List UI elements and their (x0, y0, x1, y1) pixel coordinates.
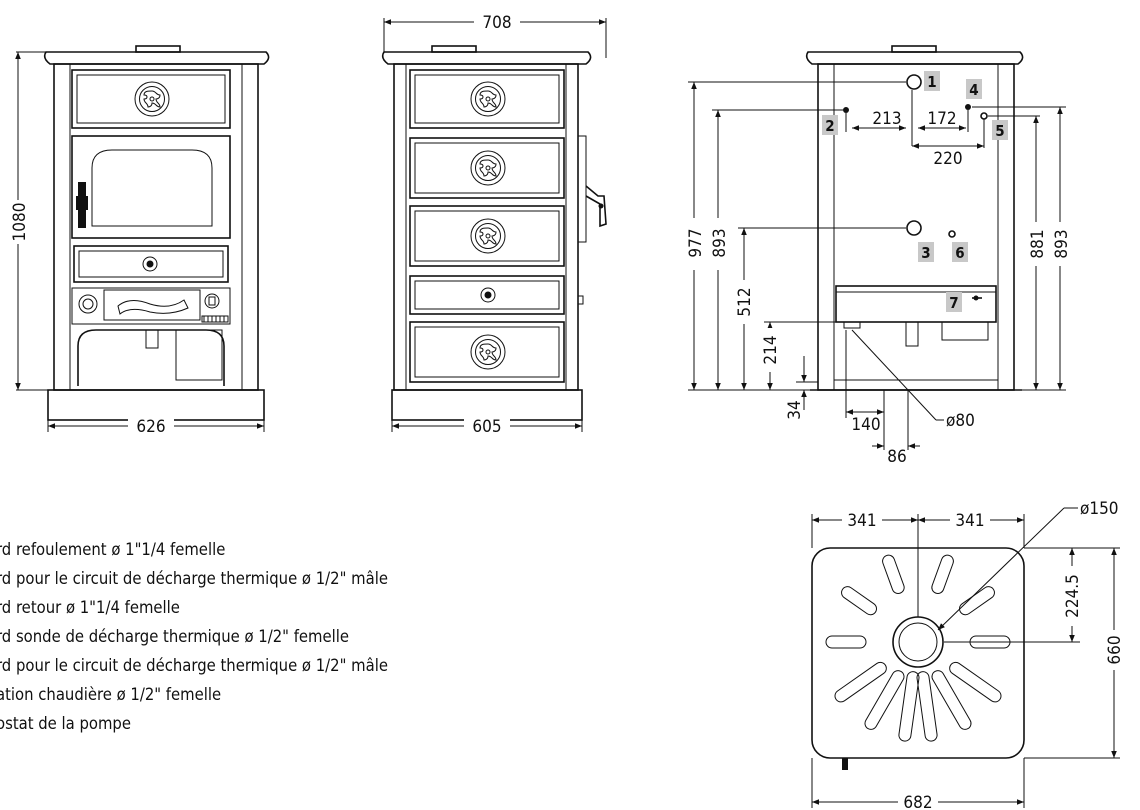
dim-626: 626 (136, 417, 165, 437)
dim-214: 214 (761, 335, 781, 364)
svg-text:5: 5 (995, 122, 1004, 140)
dim-341-left: 341 (847, 511, 876, 531)
connection-badge-2: 2 (822, 115, 838, 135)
dim-605: 605 (472, 417, 501, 437)
legend-item-7: ostat de la pompe (0, 714, 131, 733)
legend-item-5: rd pour le circuit de décharge thermique… (0, 656, 388, 675)
dim-172: 172 (927, 109, 956, 129)
dim-512: 512 (735, 287, 755, 316)
legend-item-1: rd refoulement ø 1"1/4 femelle (0, 540, 226, 559)
svg-text:2: 2 (825, 117, 834, 135)
dim-893-right: 893 (1052, 229, 1072, 258)
dim-977: 977 (686, 228, 706, 257)
dim-660: 660 (1105, 635, 1125, 664)
dim-flue-80: ø80 (946, 411, 975, 431)
dim-220: 220 (933, 149, 962, 169)
legend-item-4: rd sonde de décharge thermique ø 1/2" fe… (0, 627, 350, 646)
front-view: 1080 626 (8, 45, 270, 437)
svg-text:1: 1 (927, 73, 936, 91)
dim-341-right: 341 (955, 511, 984, 531)
dim-86: 86 (887, 447, 906, 467)
legend-item-2: rd pour le circuit de décharge thermique… (0, 569, 388, 588)
svg-text:6: 6 (955, 244, 964, 262)
svg-text:7: 7 (949, 294, 958, 312)
dim-708: 708 (482, 13, 511, 33)
back-view: 1 2 3 4 5 6 7 213 172 220 977 893 5 (682, 45, 1072, 467)
connection-badge-4: 4 (966, 79, 982, 99)
dim-881: 881 (1028, 229, 1048, 258)
dim-flue-150: ø150 (1080, 499, 1119, 519)
connection-badge-7: 7 (946, 292, 962, 312)
legend-item-3: rd retour ø 1"1/4 femelle (0, 598, 180, 617)
dim-1080: 1080 (10, 203, 30, 242)
connection-badge-1: 1 (924, 71, 940, 91)
connection-badge-3: 3 (918, 242, 934, 262)
connection-badge-6: 6 (952, 242, 968, 262)
connection-legend: rd refoulement ø 1"1/4 femelle rd pour l… (0, 535, 640, 738)
svg-text:3: 3 (921, 244, 930, 262)
connection-badge-5: 5 (992, 120, 1008, 140)
dim-893-left: 893 (710, 228, 730, 257)
dim-140: 140 (851, 415, 880, 435)
top-view: 341 341 ø150 224.5 660 682 (811, 499, 1126, 810)
dim-34: 34 (785, 400, 805, 419)
svg-text:4: 4 (969, 81, 978, 99)
dim-682: 682 (903, 793, 932, 810)
side-view: 708 605 (381, 12, 607, 437)
legend-item-6: ation chaudière ø 1/2" femelle (0, 685, 222, 704)
dim-213: 213 (872, 109, 901, 129)
dim-224-5: 224.5 (1063, 574, 1083, 618)
